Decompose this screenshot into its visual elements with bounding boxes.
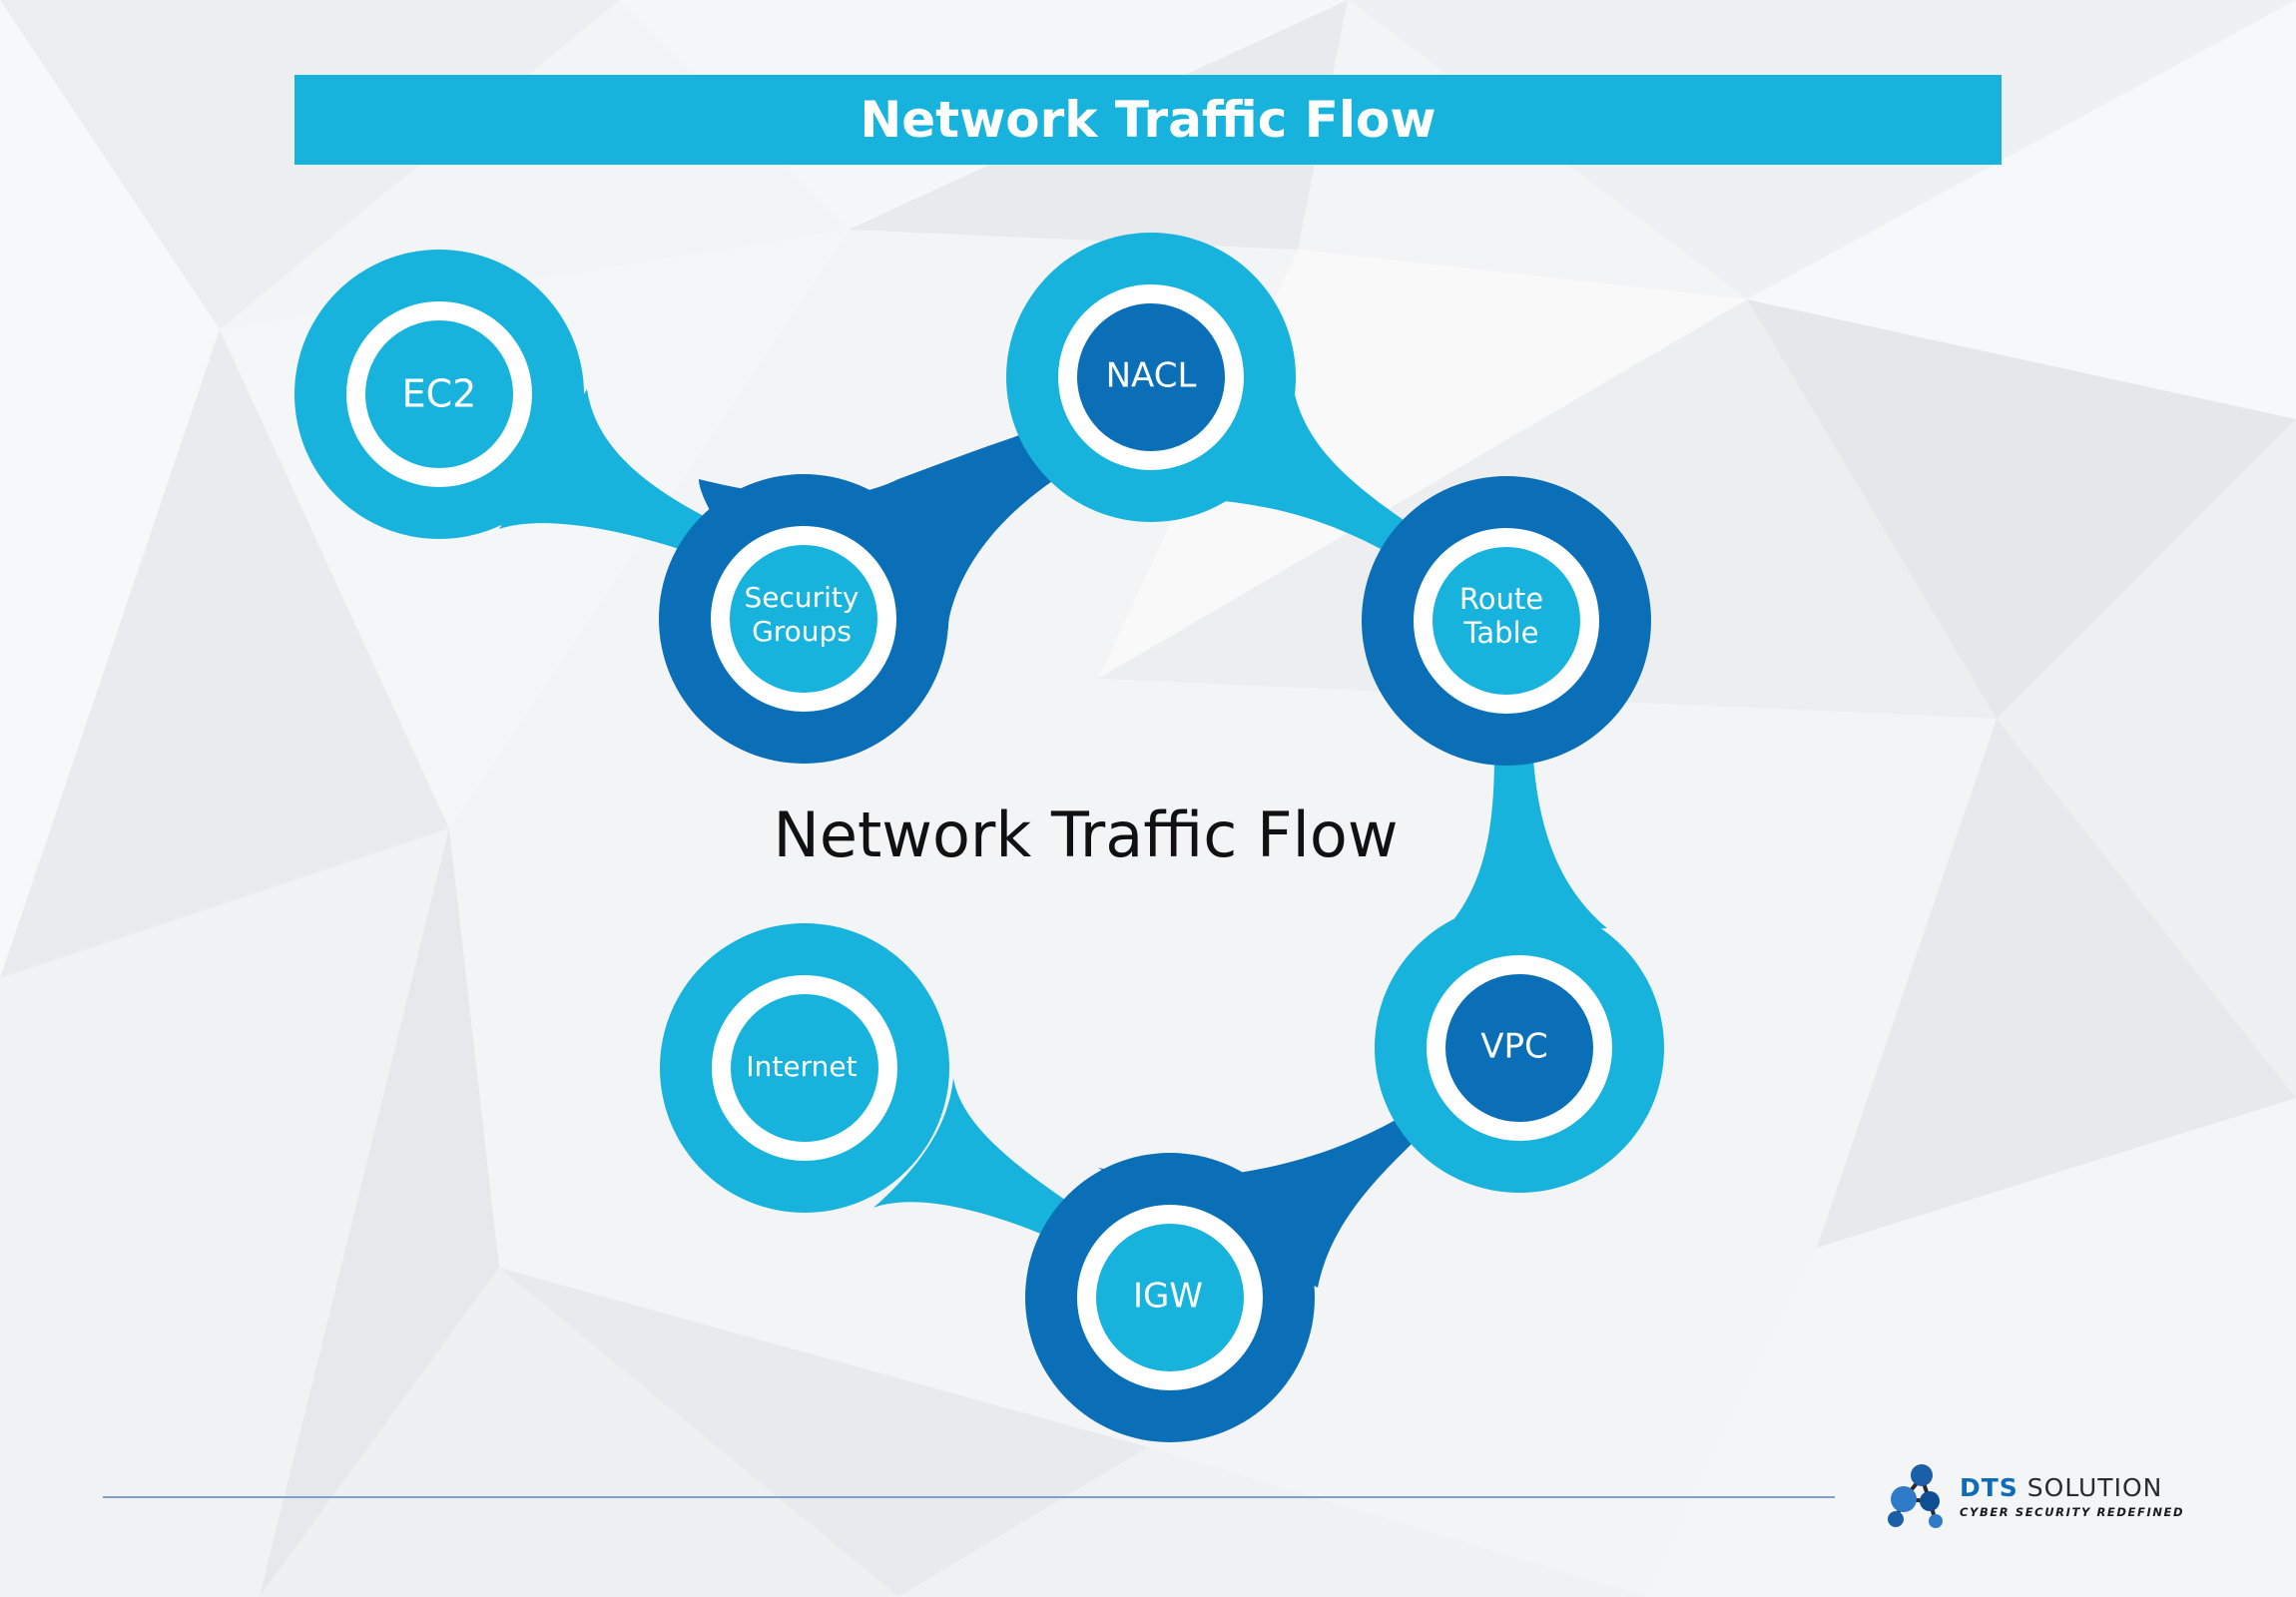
node-label-internet: Internet: [746, 1050, 857, 1083]
company-logo: DTS SOLUTION CYBER SECURITY REDEFINED: [1882, 1459, 2201, 1549]
node-label-ec2: EC2: [402, 372, 477, 416]
molecule-icon: [1888, 1464, 1943, 1528]
node-route-table: Route Table: [1362, 476, 1651, 766]
node-igw: IGW: [1025, 1153, 1315, 1442]
node-label-igw: IGW: [1133, 1277, 1203, 1317]
node-label-vpc: VPC: [1480, 1027, 1548, 1067]
node-vpc: VPC: [1375, 903, 1664, 1193]
header-banner: Network Traffic Flow: [294, 75, 2002, 165]
node-security-groups: Security Groups: [659, 474, 948, 764]
node-ec2: EC2: [294, 250, 584, 539]
connector-vpc-igw: [1098, 1073, 1487, 1288]
node-label-security: Security: [745, 581, 860, 614]
node-internet: Internet: [660, 923, 949, 1213]
node-label-groups: Groups: [752, 615, 852, 648]
node-nacl: NACL: [1006, 233, 1296, 522]
node-label-route: Route: [1459, 582, 1543, 616]
connector-route-table-vpc: [1437, 679, 1607, 938]
header-title: Network Traffic Flow: [860, 91, 1436, 149]
logo-brand: DTS: [1960, 1473, 2018, 1502]
logo-tagline: CYBER SECURITY REDEFINED: [1960, 1505, 2185, 1519]
logo-wordmark: DTS SOLUTION: [1960, 1473, 2162, 1502]
node-label-table: Table: [1463, 616, 1539, 650]
footer-divider: [103, 1496, 1835, 1498]
node-label-nacl: NACL: [1106, 356, 1197, 396]
diagram-title: Network Traffic Flow: [773, 798, 1399, 871]
logo-name: SOLUTION: [2026, 1473, 2163, 1502]
